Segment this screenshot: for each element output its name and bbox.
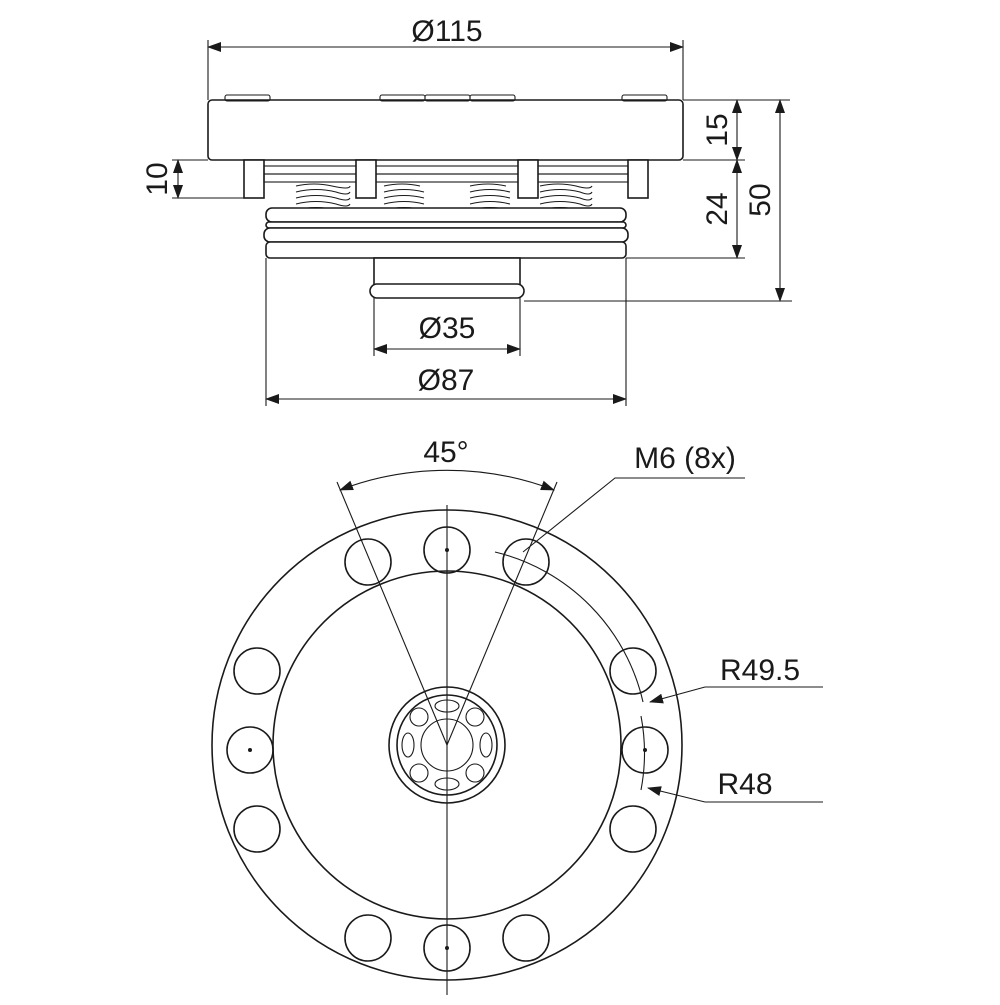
side-view: Ø115 15 10 24 50 [141, 15, 792, 406]
label-holes: M6 (8x) [634, 442, 736, 475]
label-radius-outer: R49.5 [720, 654, 800, 687]
dimension-pin-diameter: Ø35 [373, 298, 521, 356]
body-ring-3 [263, 227, 629, 243]
plate-top-bumps [224, 94, 668, 102]
hole [621, 726, 669, 774]
bolt-holes [226, 526, 669, 972]
hole [226, 726, 274, 774]
dimension-total-height: 50 [524, 99, 792, 302]
label-spring-height: 24 [701, 192, 734, 225]
body-ring-1 [265, 207, 627, 223]
hole [609, 805, 657, 853]
guide-rod-upper [263, 165, 629, 175]
dimension-plate-height: 15 [683, 99, 790, 161]
hole [344, 538, 392, 586]
body-ring-2 [265, 221, 627, 229]
hole [502, 538, 550, 586]
pin-collar [369, 283, 525, 299]
body-base [265, 241, 627, 259]
hole [233, 805, 281, 853]
dimension-radius-inner: R48 [640, 715, 823, 803]
hole [609, 647, 657, 695]
hole [233, 647, 281, 695]
vertical-posts [355, 159, 539, 199]
hole [344, 914, 392, 962]
guide-rod-lower [263, 173, 629, 183]
dimension-holes: M6 (8x) [522, 442, 745, 553]
label-body-diameter: Ø87 [418, 364, 475, 397]
label-outer-diameter: Ø115 [411, 15, 482, 48]
right-end-block [627, 159, 649, 199]
dimension-angle: 45° [336, 436, 558, 746]
label-radius-inner: R48 [717, 768, 772, 801]
dimension-outer-diameter: Ø115 [207, 15, 684, 100]
locating-pin [373, 257, 521, 287]
top-view: 45° M6 (8x) R49.5 R48 [211, 436, 823, 995]
left-end-block [243, 159, 265, 199]
label-plate-height: 15 [701, 113, 734, 146]
dimension-spring-height: 24 [626, 159, 745, 259]
top-plate [207, 99, 684, 161]
label-pin-diameter: Ø35 [419, 312, 476, 345]
hole [502, 914, 550, 962]
label-total-height: 50 [744, 183, 777, 216]
dimension-gap: 10 [141, 159, 244, 199]
dimension-body-diameter: Ø87 [265, 258, 627, 406]
label-gap: 10 [141, 162, 174, 195]
label-angle: 45° [423, 436, 468, 469]
dimension-radius-outer: R49.5 [494, 551, 823, 704]
